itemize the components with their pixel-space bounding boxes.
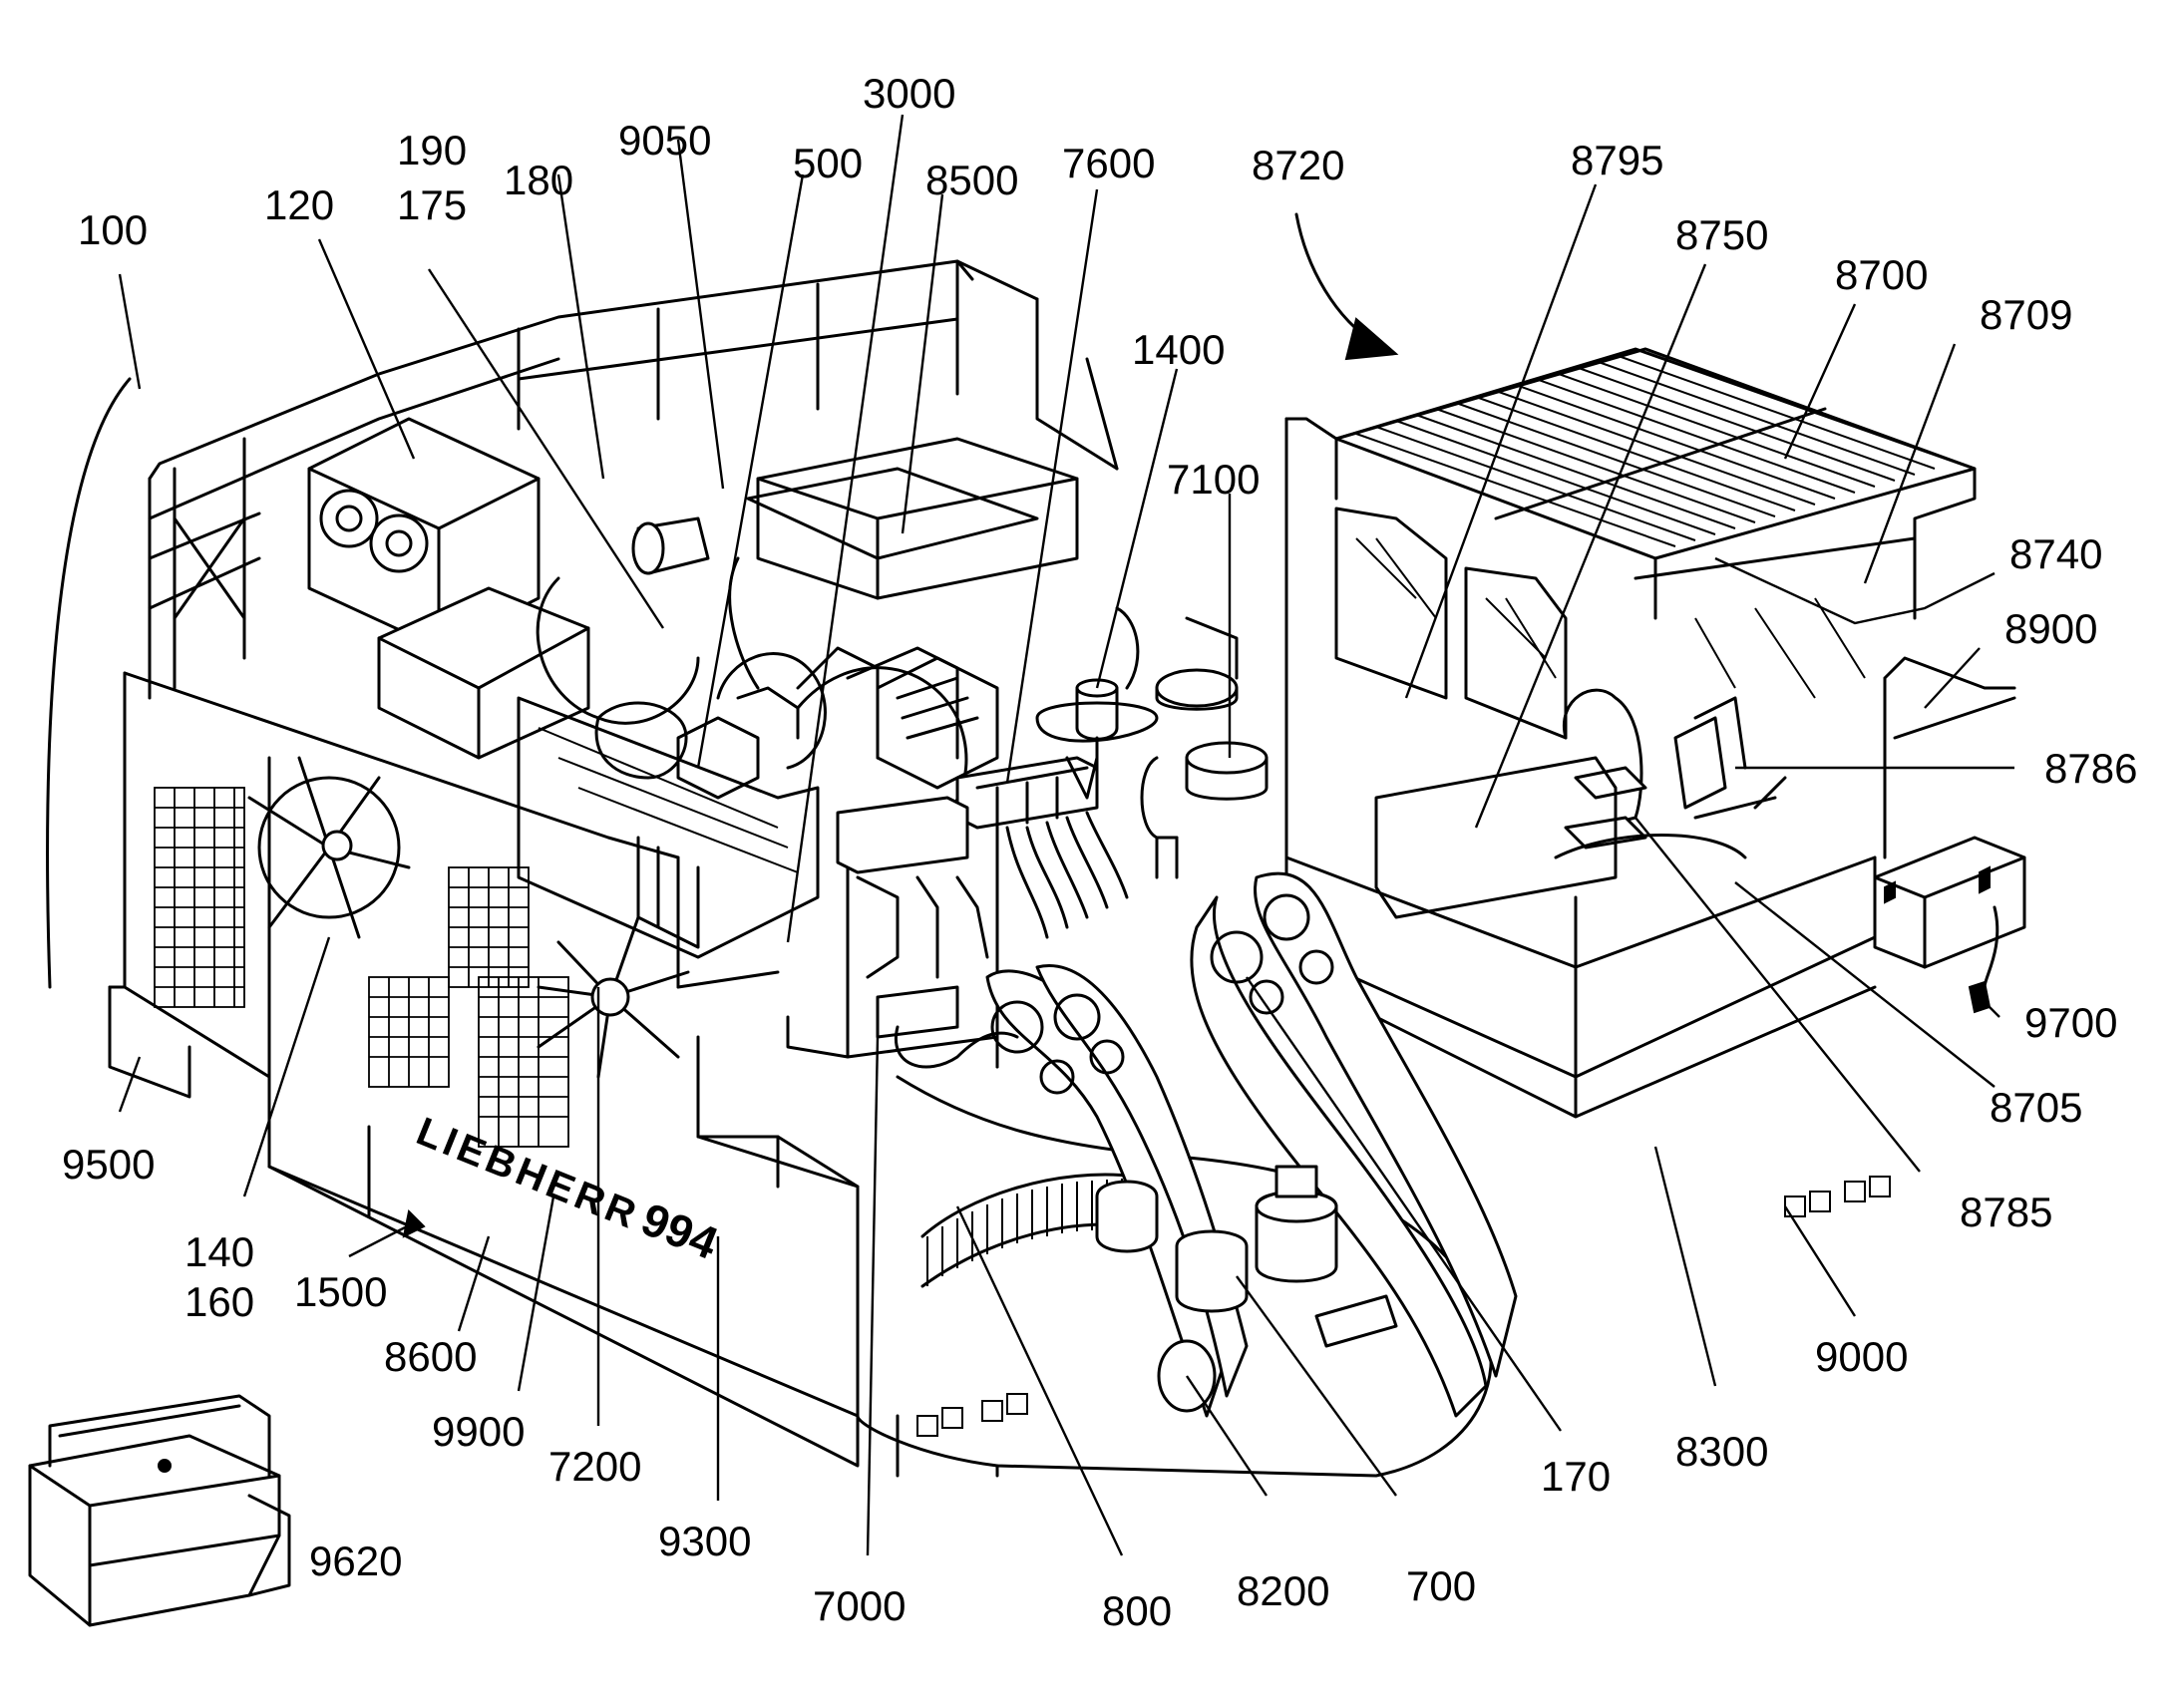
label-7600: 7600 <box>1062 140 1155 186</box>
arrow-1500 <box>348 1208 426 1258</box>
leader-lines <box>118 114 2014 1556</box>
label-120: 120 <box>264 181 334 228</box>
label-175: 175 <box>397 181 467 228</box>
label-9700: 9700 <box>2024 999 2117 1046</box>
label-8600: 8600 <box>384 1333 477 1380</box>
label-3000: 3000 <box>863 70 955 117</box>
label-8785: 8785 <box>1960 1189 2052 1235</box>
label-700: 700 <box>1406 1562 1476 1609</box>
label-160: 160 <box>184 1278 254 1325</box>
label-7000: 7000 <box>813 1582 906 1629</box>
label-8795: 8795 <box>1571 137 1663 183</box>
label-7100: 7100 <box>1167 456 1260 503</box>
label-8705: 8705 <box>1990 1084 2082 1131</box>
label-190: 190 <box>397 127 467 173</box>
arc-100 <box>46 377 132 989</box>
label-9900: 9900 <box>432 1408 525 1455</box>
label-8740: 8740 <box>2009 530 2102 577</box>
turntable <box>856 871 1518 1478</box>
label-9300: 9300 <box>658 1518 751 1564</box>
label-9050: 9050 <box>618 117 711 164</box>
label-8720: 8720 <box>1252 142 1344 188</box>
label-8700: 8700 <box>1835 251 1928 298</box>
label-170: 170 <box>1541 1453 1611 1500</box>
engine-area <box>307 417 1269 1069</box>
label-8900: 8900 <box>2004 605 2097 652</box>
arrow-8720 <box>1294 212 1399 361</box>
label-9620: 9620 <box>309 1537 402 1584</box>
label-800: 800 <box>1102 1587 1172 1634</box>
label-7200: 7200 <box>548 1443 641 1490</box>
label-140: 140 <box>184 1228 254 1275</box>
reference-labels: 100 120 190 175 180 9050 500 3000 8500 7… <box>62 70 2137 1634</box>
label-8500: 8500 <box>925 157 1018 203</box>
label-1500: 1500 <box>294 1268 387 1315</box>
leader-100 <box>118 273 142 390</box>
brand-lettering: LIEBHERR <box>411 1110 646 1238</box>
model-lettering: 994 <box>634 1193 725 1269</box>
label-9000: 9000 <box>1815 1333 1908 1380</box>
label-500: 500 <box>793 140 863 186</box>
label-9500: 9500 <box>62 1141 155 1188</box>
label-100: 100 <box>78 206 148 253</box>
label-8200: 8200 <box>1237 1567 1329 1614</box>
label-8709: 8709 <box>1980 291 2072 338</box>
label-180: 180 <box>504 157 573 203</box>
label-8300: 8300 <box>1675 1428 1768 1475</box>
label-1400: 1400 <box>1132 326 1225 373</box>
label-8750: 8750 <box>1675 211 1768 258</box>
label-8786: 8786 <box>2044 745 2137 792</box>
toolbox <box>28 1394 291 1627</box>
